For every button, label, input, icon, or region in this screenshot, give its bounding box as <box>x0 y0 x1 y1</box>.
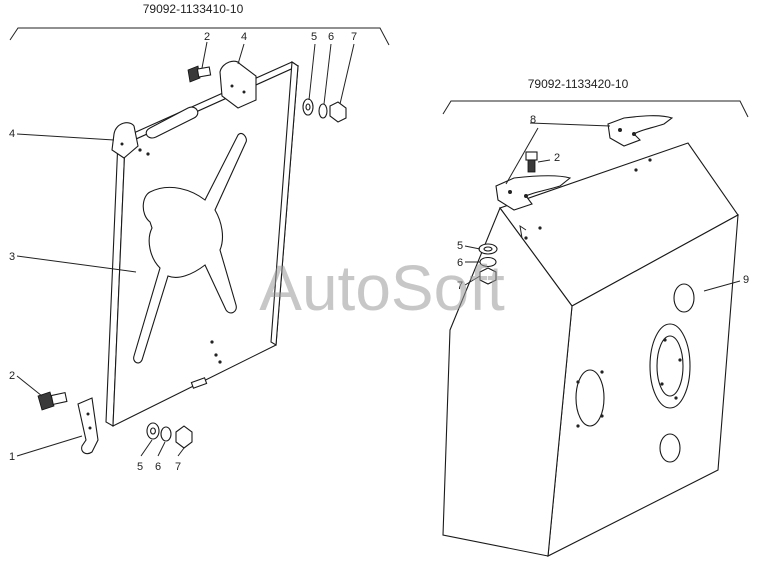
bracket-bottom <box>77 397 99 455</box>
label-7-bottom: 7 <box>175 461 181 473</box>
label-5-bottom: 5 <box>137 461 143 473</box>
label-5-top: 5 <box>311 31 317 43</box>
hardware-right <box>478 224 527 285</box>
hardware-bottom <box>146 422 193 449</box>
label-3: 3 <box>9 251 15 263</box>
leader-4-top <box>237 43 245 65</box>
label-4-top: 4 <box>241 31 247 43</box>
label-8: 8 <box>530 114 536 126</box>
latch-top <box>607 115 674 147</box>
hardware-top <box>302 98 347 123</box>
watermark: AutoSoft <box>259 252 505 324</box>
label-9: 9 <box>743 274 749 286</box>
label-6-bottom: 6 <box>155 461 161 473</box>
label-5-right: 5 <box>457 240 463 252</box>
leader-2-bottom <box>16 375 43 397</box>
leader-8-b <box>505 127 539 185</box>
leader-8-a <box>529 122 611 127</box>
right-assembly-bracket <box>442 100 749 118</box>
bolt-bottom <box>37 391 68 411</box>
leader-2-right <box>537 159 551 163</box>
left-assembly-number: 79092-1133410-10 <box>143 2 244 16</box>
mounting-plate <box>105 61 300 427</box>
leader-5-bottom <box>140 439 153 457</box>
leader-6-top <box>323 43 332 105</box>
leader-1 <box>16 435 83 457</box>
label-2-top: 2 <box>204 31 210 43</box>
label-2-right: 2 <box>554 152 560 164</box>
leader-5-right <box>464 245 481 250</box>
bolt-right <box>525 151 538 173</box>
bracket-side <box>111 122 139 159</box>
bolt-top <box>187 65 212 83</box>
left-assembly-bracket <box>9 27 390 46</box>
label-6-right: 6 <box>457 257 463 269</box>
leader-7-bottom <box>177 447 185 457</box>
leader-5-top <box>308 43 316 101</box>
label-6-top: 6 <box>328 31 334 43</box>
leader-6-bottom <box>157 441 166 457</box>
right-assembly-number: 79092-1133420-10 <box>528 77 629 91</box>
leader-2-top <box>201 41 208 69</box>
label-2-bottom: 2 <box>9 370 15 382</box>
leader-7-top <box>339 43 355 105</box>
latch-bottom <box>495 175 572 211</box>
label-1: 1 <box>9 451 15 463</box>
label-4-side: 4 <box>9 128 15 140</box>
battery-box <box>442 142 739 557</box>
label-7-right: 7 <box>457 280 463 292</box>
leader-9 <box>703 280 741 292</box>
leader-3 <box>16 255 137 273</box>
leader-4-side <box>16 133 115 141</box>
label-7-top: 7 <box>351 31 357 43</box>
leader-7-right <box>464 275 481 286</box>
bracket-top <box>219 60 257 109</box>
